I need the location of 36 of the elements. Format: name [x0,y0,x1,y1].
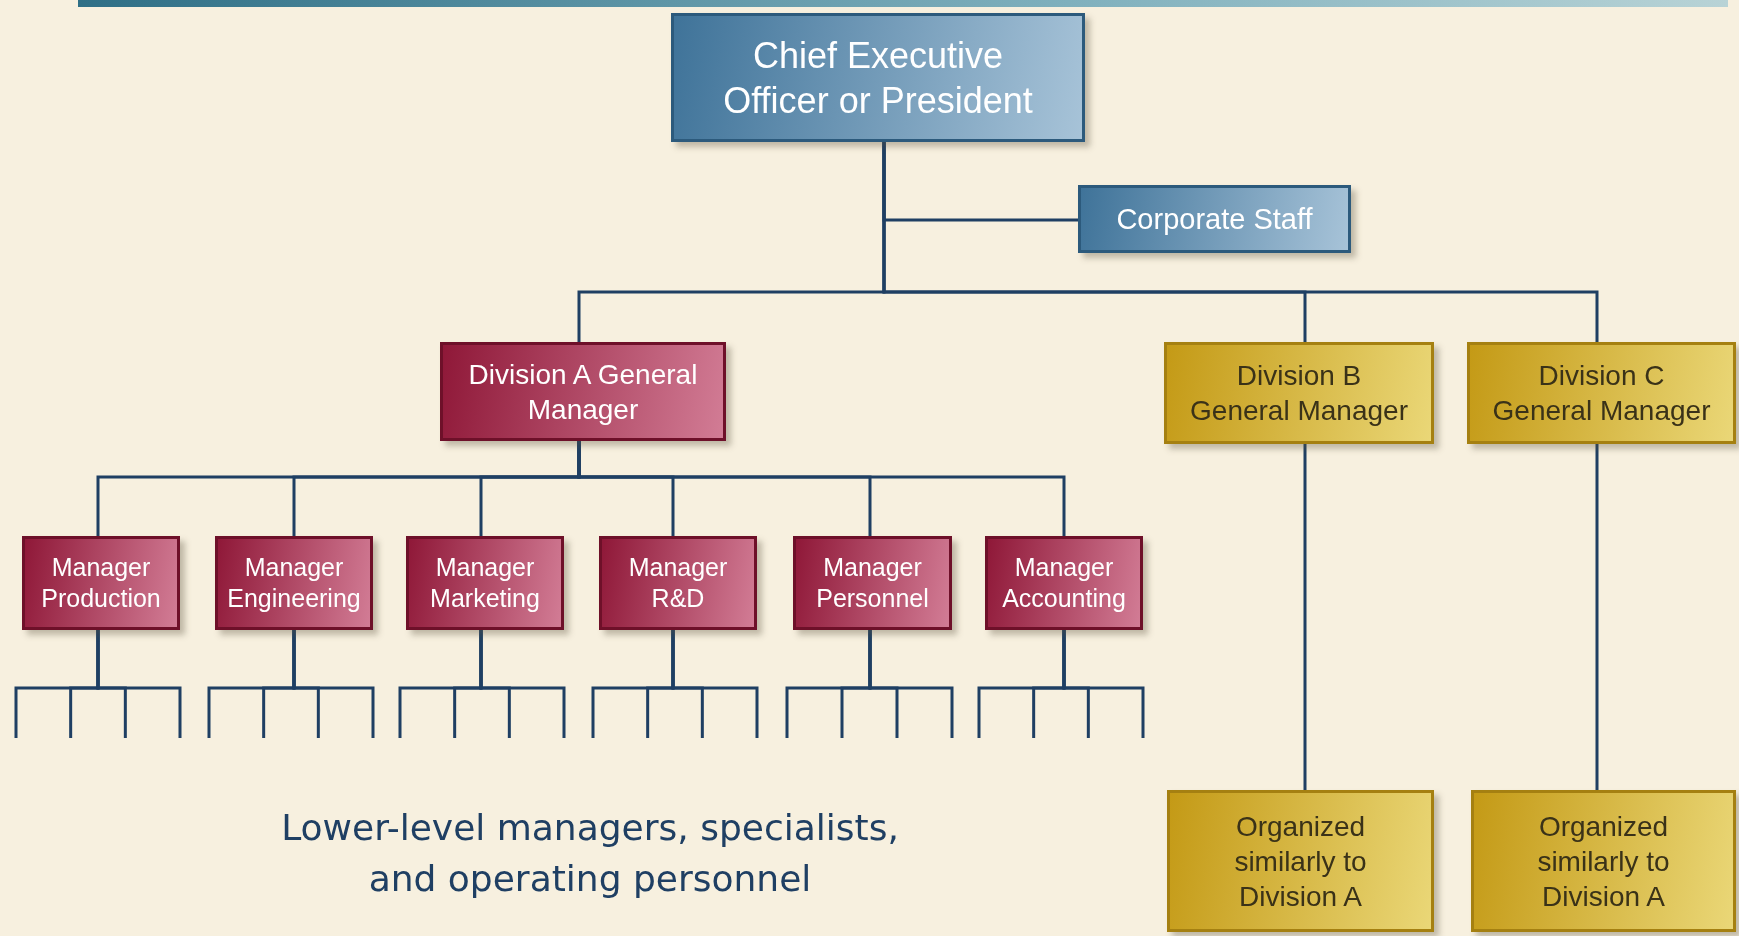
box-title: Division C General Manager [1491,359,1712,428]
branch-line [671,630,759,738]
note-text: Lower-level managers, specialists, and operating personnel [280,806,900,902]
org-box [793,536,952,630]
box-title: Manager Accounting [1001,551,1127,614]
org-box [1078,185,1351,253]
box-title: Manager Production [40,551,162,614]
org-box [1167,790,1434,932]
org-box [1467,342,1736,444]
box-title: Division B General Manager [1189,359,1409,428]
box-title: Manager Engineering [226,551,362,614]
org-box [599,536,757,630]
box-title: Manager Marketing [429,551,541,614]
box-title: Manager Personnel [815,551,930,614]
org-box [671,13,1085,142]
branch-line [1062,630,1145,738]
org-box [1164,342,1434,444]
box-title: Corporate Staff [1116,201,1313,237]
box-title: Chief Executive Officer or President [722,33,1034,123]
connector-line [1303,444,1307,790]
org-box [215,536,373,630]
box-title: Organized similarly to Division A [1536,809,1671,914]
org-box [22,536,180,630]
org-box [1471,790,1736,932]
connector-line [882,142,1599,342]
branch-line [479,630,566,738]
branch-line [868,630,954,738]
box-title: Organized similarly to Division A [1233,809,1368,914]
branch-line [292,630,375,738]
connector-line [1595,444,1599,790]
org-box [985,536,1143,630]
org-box [406,536,564,630]
branch-line [96,630,182,738]
org-box [440,342,726,441]
box-title: Division A General Manager [468,357,698,427]
box-title: Manager R&D [627,551,729,614]
